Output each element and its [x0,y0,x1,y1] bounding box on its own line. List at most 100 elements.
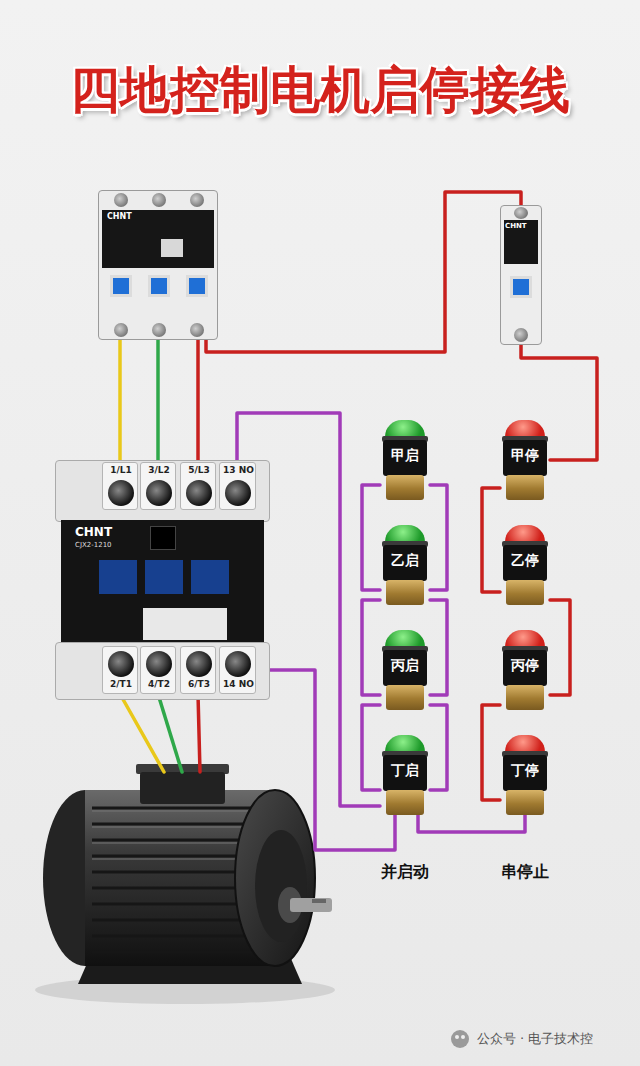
node-label: 13 NO [223,466,254,476]
contactor-terminal: 5/L3 [180,462,216,510]
button-contacts [386,475,424,500]
node-label: 丙停 [511,658,539,673]
switch-lever [186,275,208,297]
motor-lead-wire [198,694,200,772]
group-label: 串停止 [501,862,549,881]
start-button: 乙启 [380,525,430,605]
terminal-box [140,772,225,804]
contactor-window [145,560,183,594]
terminal-screw [186,480,212,506]
terminal-screw [146,480,172,506]
title: 四地控制电机启停接线 [0,60,640,120]
contactor-terminal: 1/L1 [102,462,138,510]
button-contacts [386,685,424,710]
terminal-screw [190,323,204,337]
wire [196,340,200,462]
terminal-screw [108,651,134,677]
motor-lead-wire [158,694,182,772]
watermark-icon [451,1030,469,1048]
stop-button: 甲停 [500,420,550,500]
wire [256,670,395,850]
group-label: 并启动 [381,862,429,881]
single-pole-breaker: CHNT [500,205,542,345]
terminal-screw [114,323,128,337]
contactor-terminal: 4/T2 [140,646,176,694]
node-label: 丁启 [391,763,419,778]
stop-button: 乙停 [500,525,550,605]
button-contacts [506,580,544,605]
three-pole-breaker: CHNT [98,190,218,340]
button-contacts [506,685,544,710]
terminal-screw [225,651,251,677]
switch-lever [110,275,132,297]
node-label: 丙启 [391,658,419,673]
node-label: 3/L2 [148,466,170,476]
node-label: 1/L1 [110,466,132,476]
wire [206,192,521,352]
motor-shaft [290,898,332,912]
contactor-terminal: 2/T1 [102,646,138,694]
contactor-window [191,560,229,594]
terminal-screw [190,193,204,207]
wire [362,705,380,790]
watermark-icon [455,1035,459,1039]
shaft-key [312,899,326,903]
contactor-terminal: 13 NO [219,462,256,510]
node-label: 甲启 [391,448,419,463]
wire [156,340,160,462]
contactor-window [99,560,137,594]
wire [362,600,380,695]
contactor-terminal: 14 NO [219,646,256,694]
terminal-screw [225,480,251,506]
node-label: 乙停 [511,553,539,568]
button-contacts [506,475,544,500]
button-contacts [386,790,424,815]
terminal-screw [152,193,166,207]
terminal-screw [186,651,212,677]
wire [430,705,447,790]
start-button: 丁启 [380,735,430,815]
node-label: 14 NO [223,680,254,690]
start-button: 甲启 [380,420,430,500]
button-contacts [386,580,424,605]
wire [118,340,122,462]
wire [482,488,500,592]
start-button: 丙启 [380,630,430,710]
node-label: CHNT [505,223,527,231]
node-label: 5/L3 [188,466,210,476]
terminal-screw [152,323,166,337]
wire [418,815,525,832]
switch-lever [510,276,532,298]
terminal-screw [514,207,528,219]
motor-bearing-housing [255,830,307,942]
button-contacts [506,790,544,815]
node-label: 丁停 [511,763,539,778]
motor-lead-wire [120,694,164,772]
contactor-slot [150,526,176,550]
wire [430,485,447,590]
node-label: 6/T3 [188,680,210,690]
contactor-terminal: 3/L2 [140,462,176,510]
wire [482,705,500,800]
node-label: 2/T1 [110,680,132,690]
motor-front-cover [235,790,315,966]
terminal-screw [514,328,528,342]
node-label: 乙启 [391,553,419,568]
node-label: CHNT [75,526,112,539]
rating-sticker [161,239,183,257]
wire [362,485,380,590]
wire [430,600,447,695]
watermark-icon [461,1035,465,1039]
watermark: 公众号 · 电子技术控 [477,1031,593,1047]
terminal-screw [146,651,172,677]
node-label: 甲停 [511,448,539,463]
contactor-slider [143,608,227,640]
node-label: CHNT [107,213,132,222]
stop-button: 丁停 [500,735,550,815]
terminal-screw [114,193,128,207]
node-label: 4/T2 [148,680,170,690]
wire [550,600,570,695]
stop-button: 丙停 [500,630,550,710]
